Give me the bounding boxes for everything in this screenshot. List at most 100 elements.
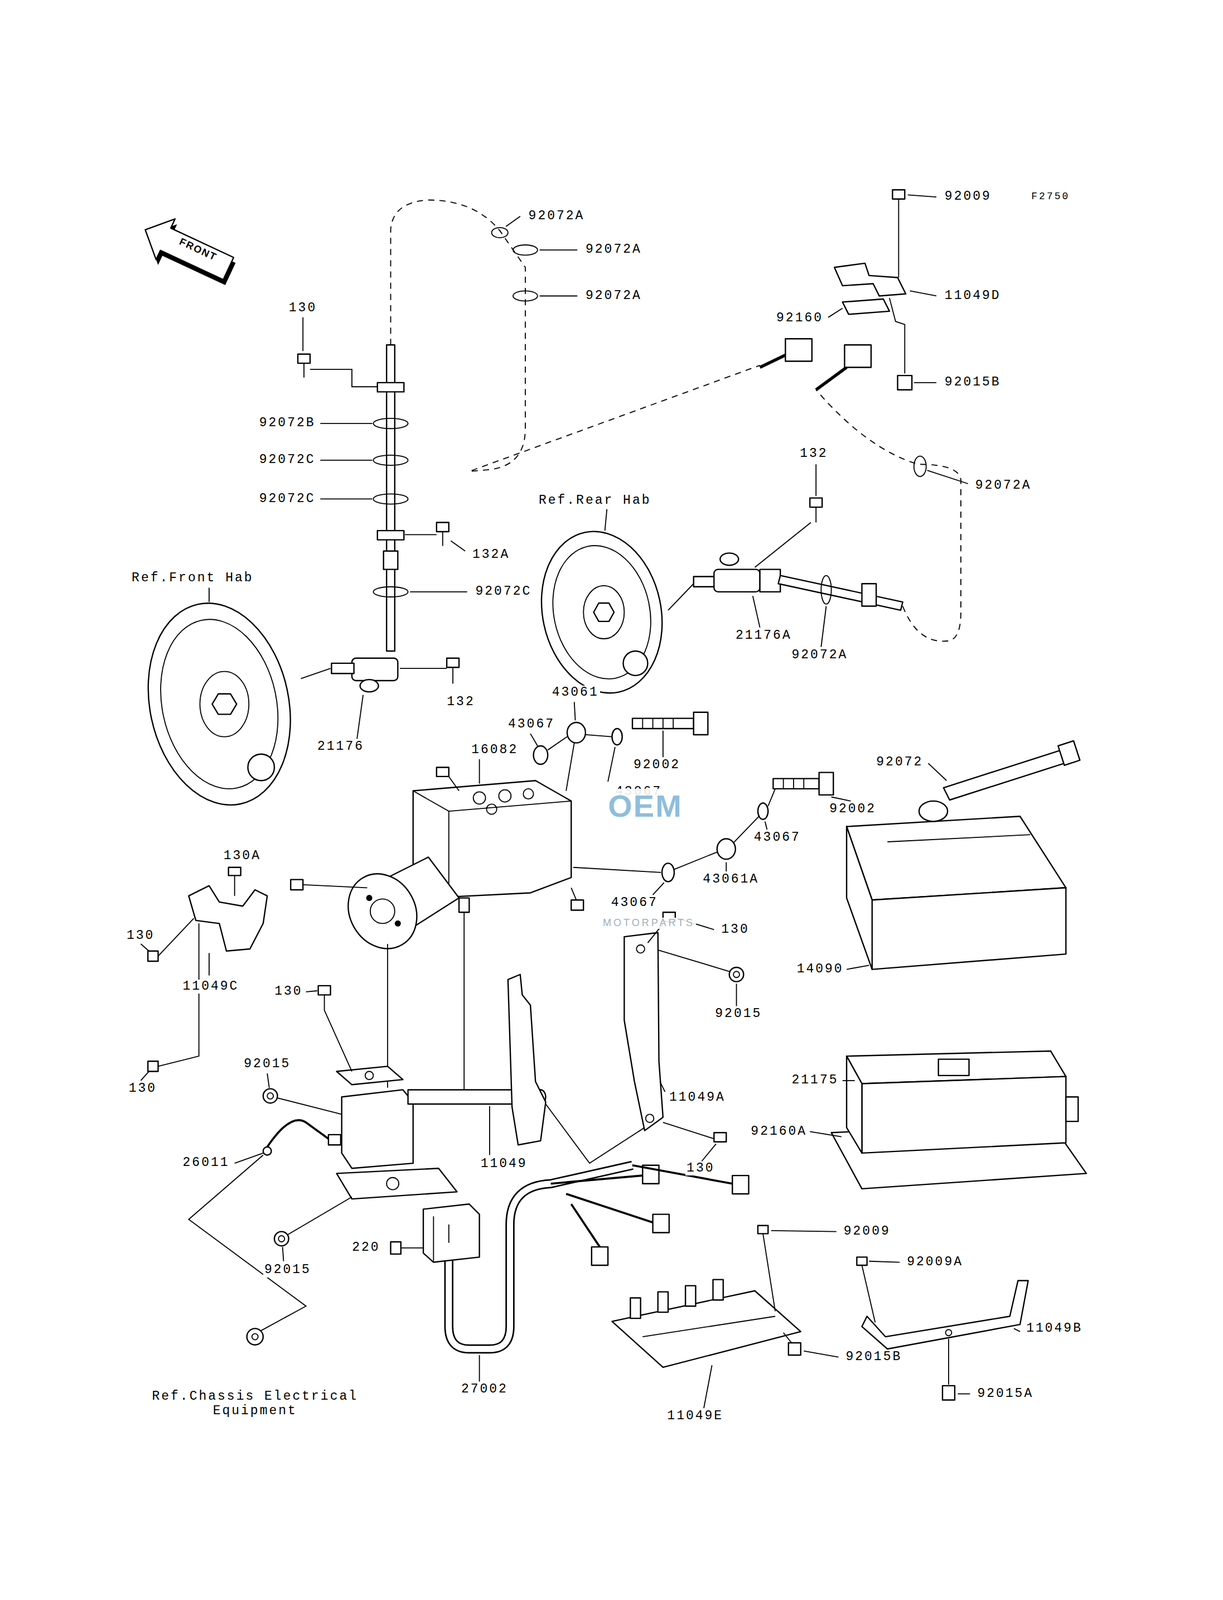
callout-number: 92009A: [905, 1254, 965, 1269]
bracket-part: [234, 875, 236, 896]
front-wheel-sensor-part: [436, 522, 449, 532]
front-wheel-sensor-part: [491, 227, 509, 238]
callout-number: 220: [350, 1240, 381, 1255]
wiring-harness-part: [400, 1246, 424, 1249]
leader-lines-part: [914, 382, 937, 384]
abs-hydraulic-unit-part: [473, 791, 486, 804]
leader-lines-part: [320, 422, 372, 424]
pipe-fittings-part: [782, 778, 785, 789]
rear-wheel-sensor-part: [914, 456, 927, 477]
callout-number: 130A: [222, 848, 263, 863]
wiring-harness-part: [632, 1165, 733, 1184]
bracket-part: [157, 917, 194, 956]
callout-number: 11049E: [665, 1408, 725, 1423]
mount-bracket-part: [278, 1235, 285, 1242]
leader-lines-part: [842, 1079, 855, 1081]
side-bracket-part: [658, 949, 730, 971]
pipe-fittings-part: [662, 718, 664, 729]
abs-hydraulic-unit-part: [498, 789, 511, 802]
mount-bracket-part: [267, 1092, 274, 1099]
callout-number: 43067: [506, 717, 557, 732]
pipe-fittings-part: [793, 778, 795, 789]
pipe-fittings-part: [566, 742, 575, 791]
front-wheel-sensor-part: [446, 658, 459, 667]
callout-number: 11049: [479, 1156, 529, 1171]
pipe-fittings-part: [661, 862, 675, 882]
side-bracket: [624, 911, 744, 1142]
pipe-fittings-part: [533, 745, 549, 765]
leader-lines-part: [574, 701, 576, 720]
abs-hydraulic-unit-part: [366, 894, 373, 901]
ground-wire: [188, 1119, 341, 1345]
relay-box-part: [1065, 1096, 1079, 1121]
pipe-fittings-part: [585, 734, 613, 737]
front-wheel-sensor-part: [383, 550, 399, 570]
leader-lines-part: [479, 1354, 481, 1382]
reference-note: Ref.Rear Hab: [537, 493, 653, 508]
pipe-fittings-part: [672, 718, 674, 729]
callout-number: 11049A: [668, 1090, 727, 1105]
lower-bracket-part: [945, 1328, 952, 1336]
abs-hydraulic-unit-part: [463, 911, 465, 1090]
callout-number: 16082: [470, 742, 520, 757]
leader-lines-part: [479, 759, 481, 784]
leader-lines-part: [320, 498, 372, 500]
front-arrow-part: [135, 209, 238, 289]
pipe-fittings-part: [717, 838, 736, 860]
rear-hub-part: [593, 602, 615, 622]
callout-number: 92072B: [258, 416, 317, 430]
rear-hub-part: [623, 650, 649, 676]
harness-cover-part: [757, 1225, 768, 1234]
lower-bracket-part: [948, 1338, 950, 1385]
callout-number: 92072A: [527, 209, 587, 224]
front-wheel-sensor-part: [390, 200, 761, 472]
mount-bracket-part: [324, 994, 352, 1071]
mount-bracket-part: [341, 1089, 414, 1168]
leader-lines-part: [306, 990, 318, 992]
front-wheel-sensor-part: [301, 668, 331, 679]
front-wheel-sensor-part: [442, 531, 444, 546]
leader-lines-part: [725, 862, 727, 872]
leader-lines-part: [208, 587, 210, 603]
front-wheel-sensor-part: [303, 363, 305, 378]
pipe-fittings-part: [693, 712, 709, 735]
callout-number: 92160A: [749, 1124, 809, 1139]
leader-lines-part: [771, 1230, 837, 1232]
wiring-harness-part: [571, 1203, 600, 1247]
leader-lines-part: [803, 1350, 839, 1357]
callout-number: 92009: [842, 1224, 892, 1239]
callout-number: 11049C: [181, 979, 241, 994]
ground-wire-part: [263, 1146, 272, 1155]
callout-number: 92160: [775, 311, 825, 326]
leader-lines-part: [489, 1105, 491, 1155]
mount-bracket-part: [318, 985, 331, 995]
mount-bracket-part: [365, 1071, 374, 1080]
sensor-connectors-part: [844, 344, 872, 367]
front-wheel-sensor-part: [373, 493, 408, 504]
reference-note: Ref.Chassis Electrical Equipment: [147, 1389, 362, 1418]
harness-cover-part: [712, 1279, 723, 1300]
leader-lines-part: [356, 694, 364, 739]
callout-number: 43067: [610, 895, 660, 910]
leader-lines-part: [450, 540, 466, 551]
callout-number: 130: [719, 922, 751, 937]
leader-lines-part: [927, 470, 969, 484]
side-bracket-part: [713, 1132, 727, 1142]
callout-number: 130: [685, 1161, 716, 1176]
callout-number: 43061: [550, 685, 601, 700]
sensor-connectors-part: [785, 338, 812, 361]
pipe-fittings-part: [652, 718, 654, 729]
relay-box-part: [938, 1059, 970, 1076]
sensor-connectors-part: [889, 297, 905, 374]
front-wheel-sensor-part: [452, 666, 454, 684]
front-wheel-sensor-part: [297, 354, 311, 364]
harness-cover-part: [611, 1290, 801, 1367]
abs-hydraulic-unit-part: [486, 803, 497, 814]
rear-hub-part: [583, 585, 625, 639]
sensor-connectors-part: [842, 298, 890, 314]
leader-lines-part: [1013, 1327, 1021, 1331]
callout-number: 21176A: [734, 628, 794, 643]
front-wheel-sensor-part: [513, 290, 538, 301]
rear-wheel-sensor-part: [693, 576, 717, 587]
